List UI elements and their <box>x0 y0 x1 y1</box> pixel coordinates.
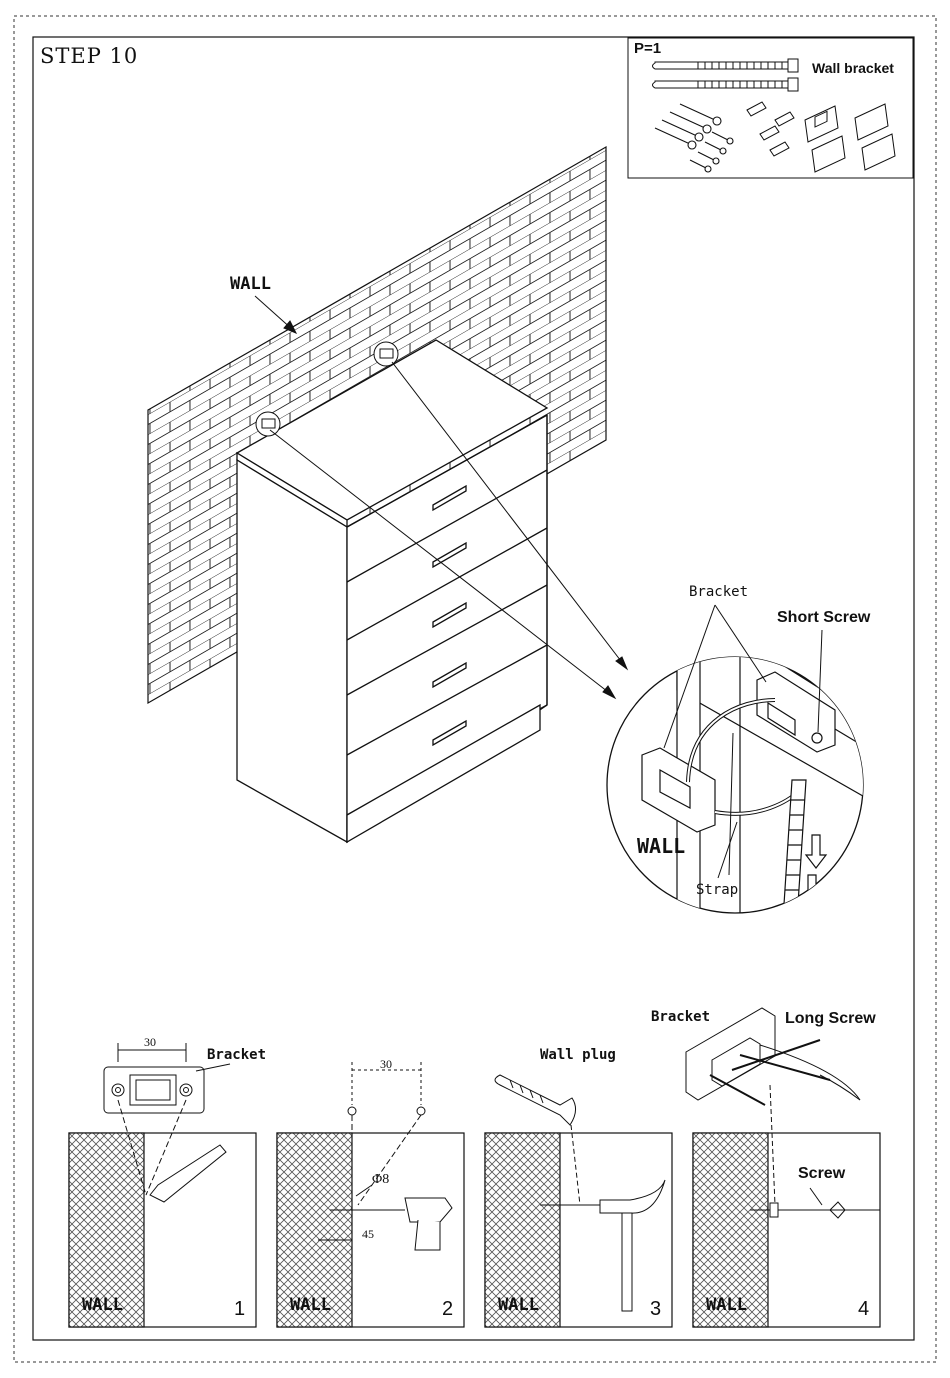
panel-1-dimension: 30 <box>144 1035 156 1050</box>
main-wall-label: WALL <box>230 274 271 294</box>
panel-4-long-screw-label: Long Screw <box>785 1010 876 1028</box>
panel-4-bracket-label: Bracket <box>651 1009 710 1025</box>
parts-quantity: P=1 <box>634 40 661 57</box>
panel-4-number: 4 <box>858 1298 869 1321</box>
detail-wall-label: WALL <box>637 834 685 858</box>
parts-item-label: Wall bracket <box>812 60 894 76</box>
panel-2-depth: 45 <box>362 1227 374 1242</box>
panel-4-screw-label: Screw <box>798 1165 845 1183</box>
detail-bracket-label: Bracket <box>689 584 748 600</box>
panel-2-dimension: 30 <box>380 1057 392 1072</box>
panel-2-wall-label: WALL <box>290 1295 331 1315</box>
panel-1-wall-label: WALL <box>82 1295 123 1315</box>
wall-pointer-arrow <box>255 296 296 333</box>
parts-box <box>628 38 913 178</box>
panel-3-callout: Wall plug <box>540 1047 616 1063</box>
panel-3-number: 3 <box>650 1298 661 1321</box>
panel-2-number: 2 <box>442 1298 453 1321</box>
panel-2-diameter: Φ8 <box>372 1172 389 1188</box>
panel-3-wall-label: WALL <box>498 1295 539 1315</box>
detail-short-screw-label: Short Screw <box>777 609 870 627</box>
detail-magnifier <box>607 605 870 940</box>
step-title: STEP 10 <box>40 44 138 68</box>
step-panels <box>69 1133 880 1327</box>
panel-1-number: 1 <box>234 1298 245 1321</box>
panel-4-wall-label: WALL <box>706 1295 747 1315</box>
panel-1-callout: Bracket <box>207 1047 266 1063</box>
detail-strap-label: Strap <box>696 882 738 898</box>
